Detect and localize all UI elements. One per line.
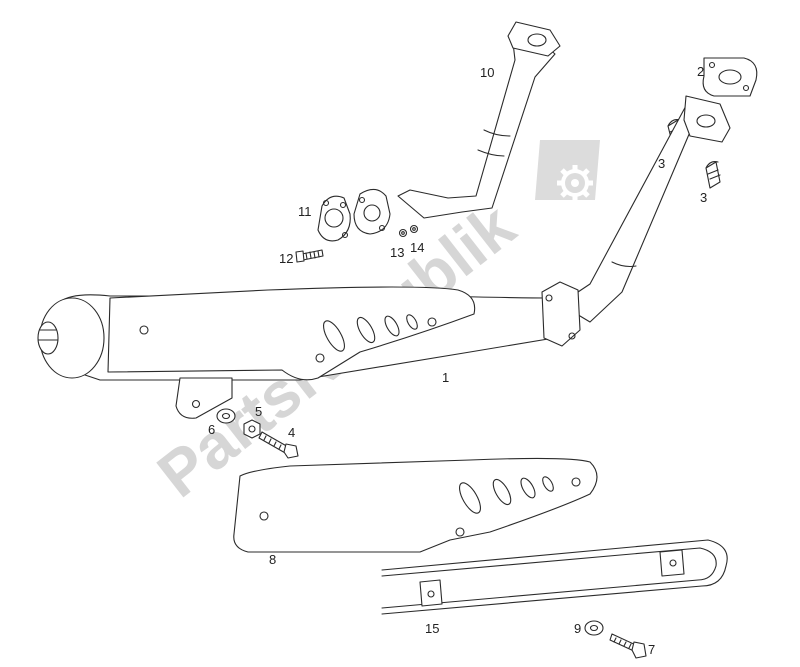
label-9: 9 <box>574 621 581 636</box>
label-3b: 3 <box>700 190 707 205</box>
label-3a: 3 <box>658 156 665 171</box>
label-15: 15 <box>425 621 439 636</box>
part-13-nut <box>398 228 408 238</box>
label-11: 11 <box>298 204 312 219</box>
part-7-bolt <box>609 633 647 659</box>
part-12-stud <box>295 249 324 263</box>
part-14-washer <box>409 224 419 234</box>
part-11-gasket <box>317 195 351 242</box>
label-6: 6 <box>208 422 215 437</box>
part-6-washer <box>216 408 236 424</box>
label-14: 14 <box>410 240 424 255</box>
callout-labels: 1 2 3 3 4 5 6 7 8 9 10 11 12 13 14 15 <box>208 64 707 657</box>
pipe-end-flange <box>353 188 391 235</box>
label-5: 5 <box>255 404 262 419</box>
part-2-gasket <box>702 57 758 97</box>
label-2: 2 <box>697 64 704 79</box>
part-10-exhaust-pipe <box>397 21 561 219</box>
part-5-nut <box>243 419 261 439</box>
label-7: 7 <box>648 642 655 657</box>
part-9-washer <box>584 620 604 636</box>
label-8: 8 <box>269 552 276 567</box>
label-13: 13 <box>390 245 404 260</box>
label-4: 4 <box>288 425 295 440</box>
part-1-muffler <box>37 95 731 419</box>
part-15-bracket <box>381 539 728 615</box>
label-1: 1 <box>442 370 449 385</box>
label-12: 12 <box>279 251 293 266</box>
watermark-gear-logo <box>535 140 600 201</box>
part-4-bolt <box>258 431 299 459</box>
part-8-heat-shield <box>233 457 598 553</box>
label-10: 10 <box>480 65 494 80</box>
part-3-stud-b <box>705 161 721 189</box>
